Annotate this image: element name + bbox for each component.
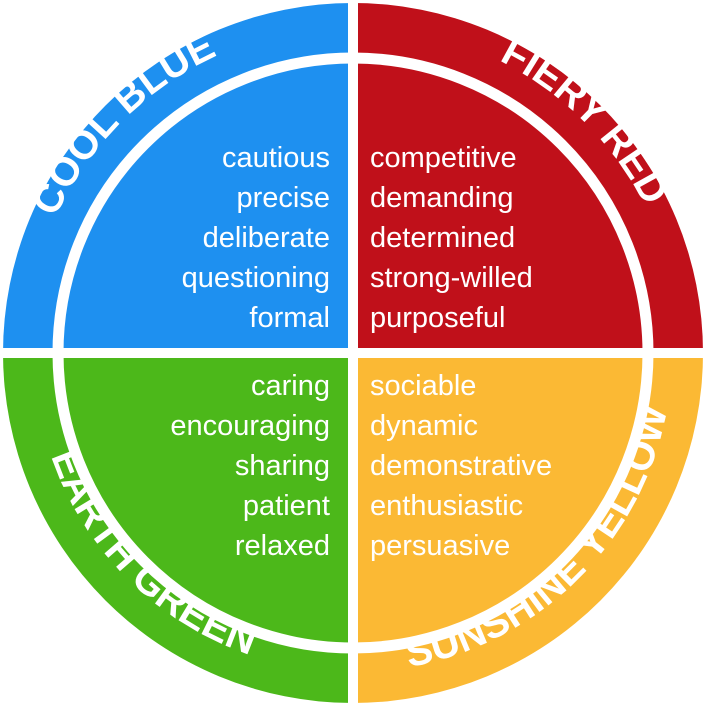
trait-item: formal [249, 302, 330, 334]
trait-item: patient [243, 490, 330, 522]
trait-item: dynamic [370, 410, 478, 442]
trait-item: sharing [235, 450, 330, 482]
trait-item: questioning [182, 262, 330, 294]
earth-green-outer [3, 353, 353, 703]
trait-item: persuasive [370, 530, 510, 562]
earth-green-traits: caring encouraging sharing patient relax… [170, 370, 330, 562]
trait-item: strong-willed [370, 262, 533, 294]
trait-item: sociable [370, 370, 476, 402]
trait-item: relaxed [235, 530, 330, 562]
trait-item: deliberate [203, 222, 330, 254]
trait-item: caring [251, 370, 330, 402]
horizontal-divider [0, 348, 706, 358]
sunshine-yellow-traits: sociable dynamic demonstrative enthusias… [370, 370, 552, 562]
sunshine-yellow-outer [353, 353, 703, 703]
trait-item: determined [370, 222, 515, 254]
trait-item: purposeful [370, 302, 505, 334]
fiery-red-traits: competitive demanding determined strong-… [370, 142, 533, 334]
cool-blue-traits: cautious precise deliberate questioning … [182, 142, 330, 334]
trait-item: competitive [370, 142, 517, 174]
cool-blue-outer [3, 3, 353, 353]
trait-item: encouraging [170, 410, 330, 442]
trait-item: cautious [222, 142, 330, 174]
trait-item: enthusiastic [370, 490, 523, 522]
trait-item: demonstrative [370, 450, 552, 482]
trait-item: precise [237, 182, 331, 214]
fiery-red-outer [353, 3, 703, 353]
trait-item: demanding [370, 182, 514, 214]
